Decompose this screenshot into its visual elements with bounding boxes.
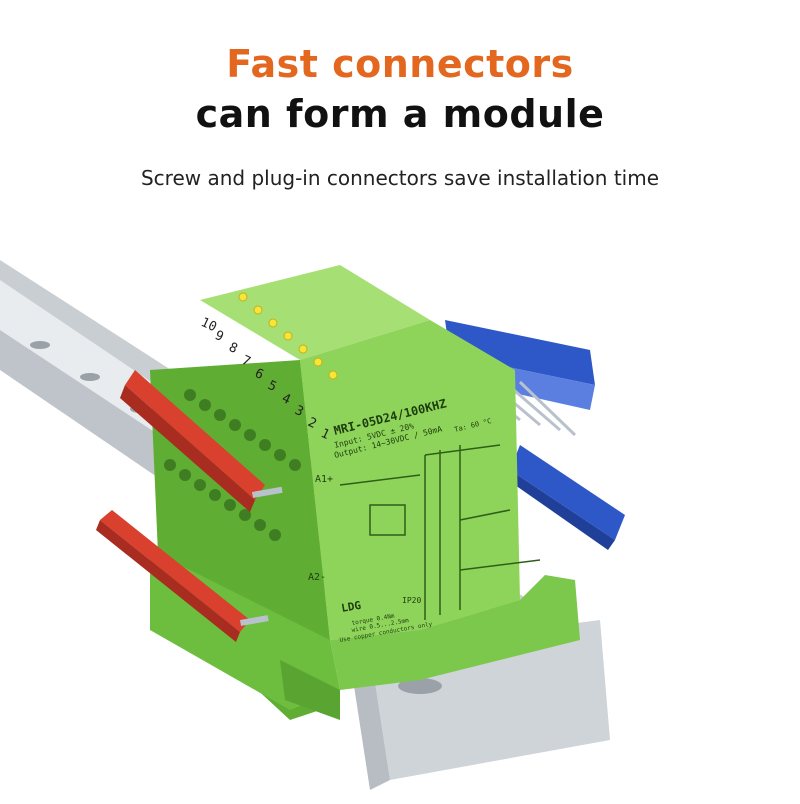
red-jumper-bottom — [96, 510, 269, 642]
terminal-a1: A1+ — [315, 474, 333, 485]
terminal-number: 10 — [198, 315, 219, 335]
brand-label: LDG — [340, 599, 362, 615]
red-jumper-top — [120, 370, 283, 512]
product-image: 10 9 8 7 6 5 4 3 2 1 MRI-05D24/100KHZ In… — [0, 220, 800, 800]
terminal-a2: A2- — [308, 572, 326, 583]
headline-line-2: can form a module — [195, 92, 605, 136]
headline-line-1: Fast connectors — [226, 42, 574, 86]
blue-jumper-side — [505, 445, 625, 550]
relay-module-stack — [150, 265, 580, 720]
ip-rating: IP20 — [402, 596, 421, 605]
subtitle: Screw and plug-in connectors save instal… — [140, 166, 660, 190]
rail-slot — [398, 678, 442, 694]
